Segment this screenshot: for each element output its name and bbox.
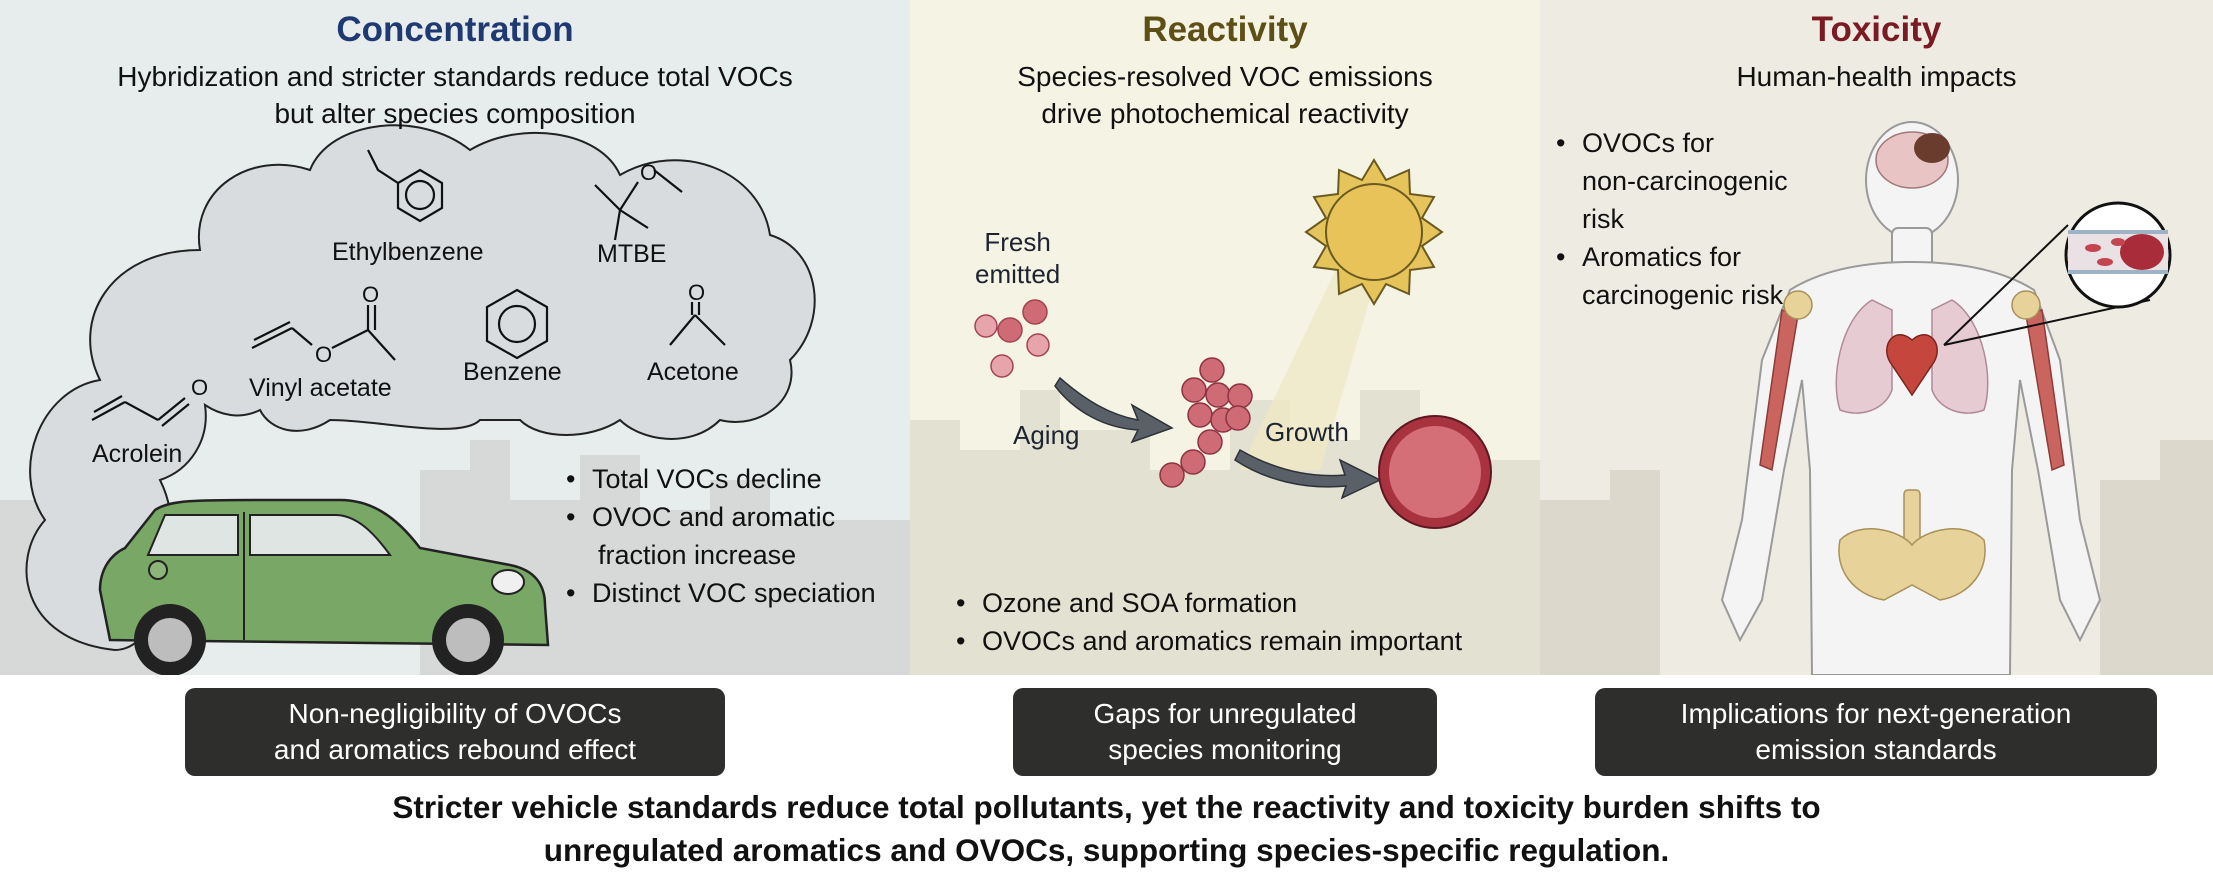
concentration-title: Concentration [336, 10, 574, 49]
spine-pelvis [1838, 489, 1986, 601]
subtitle-line: Human-health impacts [1736, 61, 2017, 92]
car-wheel-rear [134, 604, 206, 675]
molecule-label-mtbe: MTBE [597, 240, 667, 268]
zoom-line [1943, 224, 2069, 346]
bullet-item: OVOC and aromatic [564, 498, 876, 536]
acrolein-structure [91, 395, 190, 427]
concentration-bullets: Total VOCs decline OVOC and aromatic fra… [564, 460, 876, 612]
car [98, 498, 550, 675]
reactivity-callout: Gaps for unregulated species monitoring [1013, 688, 1437, 776]
toxicity-subtitle: Human-health impacts [1540, 58, 2213, 95]
aging-label: Aging [1013, 420, 1080, 450]
shoulder-joints [1783, 290, 2041, 320]
car-wheel-front [432, 604, 504, 675]
bullet-item: Distinct VOC speciation [564, 574, 876, 612]
heart-icon [1886, 334, 1938, 397]
fresh-emitted-label: Fresh emitted [975, 226, 1060, 290]
vinyl-acetate-structure [251, 305, 396, 361]
exhaust-cloud [25, 124, 816, 652]
molecule-label-acrolein: Acrolein [92, 440, 183, 468]
subtitle-line: Hybridization and stricter standards red… [117, 61, 793, 92]
svg-text:O: O [362, 282, 379, 307]
bullet-item: Total VOCs decline [564, 460, 876, 498]
growth-label: Growth [1265, 417, 1349, 447]
concentration-callout: Non-negligibility of OVOCs and aromatics… [185, 688, 725, 776]
concentration-panel: O O O O O Concentration Hybridization [0, 0, 910, 675]
conclusion-line: Stricter vehicle standards reduce total … [392, 789, 1821, 825]
growth-arrow [1234, 448, 1382, 500]
brain-icon [1875, 131, 1950, 189]
concentration-subtitle: Hybridization and stricter standards red… [0, 58, 910, 132]
reactivity-title: Reactivity [1142, 10, 1308, 49]
toxicity-illustration [1540, 121, 2213, 675]
callout-line: Non-negligibility of OVOCs [288, 698, 622, 729]
subtitle-line: but alter species composition [274, 98, 636, 129]
toxicity-title: Toxicity [1811, 10, 1942, 49]
light-beam [1240, 230, 1390, 470]
acetone-structure [669, 302, 726, 346]
lungs-icon [1835, 299, 1989, 414]
bullet-item: OVOCs and aromatics remain important [954, 622, 1462, 660]
callout-line: Gaps for unregulated [1093, 698, 1357, 729]
molecule-label-ethylbenzene: Ethylbenzene [332, 238, 484, 266]
bullet-item: risk [1582, 204, 1624, 234]
label-line: Fresh [984, 227, 1051, 257]
molecule-structures [91, 149, 726, 427]
conclusion-line: unregulated aromatics and OVOCs, support… [543, 832, 1670, 868]
callout-line: emission standards [1755, 734, 1997, 765]
bullet-item: carcinogenic risk [1582, 280, 1784, 310]
svg-text:O: O [191, 375, 208, 400]
callout-line: Implications for next-generation [1680, 698, 2072, 729]
subtitle-line: drive photochemical reactivity [1041, 98, 1409, 129]
reactivity-subtitle: Species-resolved VOC emissions drive pho… [910, 58, 1540, 132]
aged-particle-cluster [1159, 357, 1253, 488]
fresh-particles [974, 299, 1050, 378]
bullet-item: Ozone and SOA formation [954, 584, 1462, 622]
reactivity-bullets: Ozone and SOA formation OVOCs and aromat… [954, 584, 1462, 660]
toxicity-callout: Implications for next-generation emissio… [1595, 688, 2157, 776]
benzene-structure [485, 288, 549, 360]
conclusion-statement: Stricter vehicle standards reduce total … [0, 786, 2213, 872]
callout-line: and aromatics rebound effect [273, 734, 637, 765]
molecule-label-acetone: Acetone [647, 358, 739, 386]
bullet-item: non-carcinogenic [1582, 166, 1788, 196]
svg-text:O: O [315, 342, 332, 367]
molecule-label-vinyl-acetate: Vinyl acetate [249, 374, 392, 402]
molecule-atom-labels: O O O O O [191, 160, 705, 400]
bullet-item: fraction increase [598, 540, 797, 570]
city-skyline [1540, 440, 2213, 675]
svg-text:O: O [688, 280, 705, 305]
bullet-item: OVOCs for [1554, 124, 1788, 162]
svg-text:O: O [640, 160, 657, 185]
toxicity-bullets: OVOCs for non-carcinogenic risk Aromatic… [1554, 124, 1788, 314]
bullet-item: Aromatics for [1554, 238, 1788, 276]
callout-line: species monitoring [1108, 734, 1342, 765]
concentration-illustration: O O O O O [0, 124, 910, 675]
grown-particle [1378, 415, 1492, 529]
sun-icon [1304, 158, 1444, 306]
subtitle-line: Species-resolved VOC emissions [1017, 61, 1433, 92]
aging-arrow [1054, 376, 1174, 444]
reactivity-panel: Reactivity Species-resolved VOC emission… [910, 0, 1540, 675]
toxicity-panel: Toxicity Human-health impacts OVOCs for … [1540, 0, 2213, 675]
molecule-label-benzene: Benzene [463, 358, 562, 386]
blood-vessel-zoom [2064, 201, 2172, 309]
label-line: emitted [975, 259, 1061, 289]
mtbe-structure [594, 169, 683, 241]
